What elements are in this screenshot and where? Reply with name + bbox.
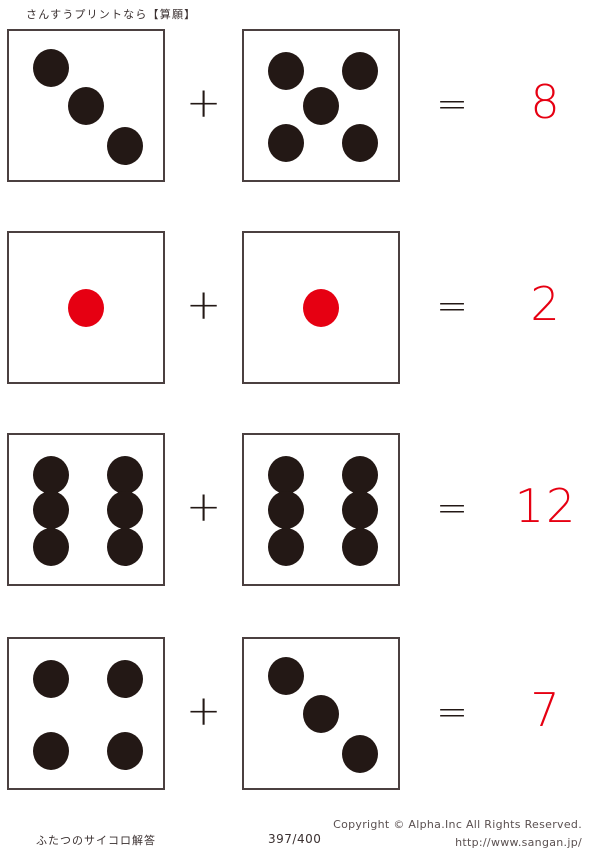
die-pip	[32, 49, 69, 88]
answer-value: 12	[514, 478, 578, 533]
die-pip	[68, 288, 104, 327]
die-left	[7, 433, 165, 586]
die-pip	[106, 456, 143, 495]
problem-row: + = 2	[0, 231, 600, 384]
problem-row: + = 7	[0, 637, 600, 790]
die-left	[7, 231, 165, 384]
die-pip	[106, 490, 143, 529]
die-pip	[32, 490, 69, 529]
die-right	[242, 231, 400, 384]
die-right	[242, 29, 400, 182]
die-pip	[32, 731, 69, 770]
die-pip	[341, 734, 378, 773]
die-pip	[303, 694, 339, 733]
die-pip	[341, 52, 378, 91]
equals-operator: =	[436, 283, 468, 328]
die-pip	[341, 527, 378, 566]
footer-worksheet-title: ふたつのサイコロ解答	[36, 834, 156, 847]
die-pip	[32, 527, 69, 566]
die-pip	[303, 86, 339, 125]
page-footer: ふたつのサイコロ解答 397/400 Copyright © Alpha.Inc…	[0, 799, 600, 859]
die-pip	[32, 456, 69, 495]
equals-operator: =	[436, 81, 468, 126]
die-right	[242, 433, 400, 586]
answer-value: 8	[530, 74, 562, 129]
plus-operator: +	[186, 481, 222, 531]
footer-page-number: 397/400	[268, 832, 322, 846]
die-pip	[303, 288, 339, 327]
die-pip	[106, 660, 143, 699]
answer-value: 7	[530, 682, 562, 737]
die-pip	[267, 456, 304, 495]
problem-row: + = 8	[0, 29, 600, 182]
die-pip	[267, 490, 304, 529]
plus-operator: +	[186, 77, 222, 127]
footer-copyright: Copyright © Alpha.Inc All Rights Reserve…	[333, 818, 582, 831]
answer-value: 2	[530, 276, 562, 331]
die-pip	[106, 731, 143, 770]
die-pip	[341, 490, 378, 529]
die-pip	[267, 527, 304, 566]
equals-operator: =	[436, 689, 468, 734]
die-pip	[341, 123, 378, 162]
die-left	[7, 29, 165, 182]
die-pip	[106, 527, 143, 566]
die-pip	[267, 657, 304, 696]
die-pip	[267, 123, 304, 162]
die-pip	[267, 52, 304, 91]
page-title: さんすうプリントなら【算願】	[26, 8, 197, 21]
die-pip	[341, 456, 378, 495]
plus-operator: +	[186, 685, 222, 735]
plus-operator: +	[186, 279, 222, 329]
problem-row: + = 12	[0, 433, 600, 586]
footer-url[interactable]: http://www.sangan.jp/	[455, 836, 582, 849]
die-left	[7, 637, 165, 790]
die-pip	[68, 86, 104, 125]
die-pip	[106, 126, 143, 165]
die-right	[242, 637, 400, 790]
equals-operator: =	[436, 485, 468, 530]
die-pip	[32, 660, 69, 699]
